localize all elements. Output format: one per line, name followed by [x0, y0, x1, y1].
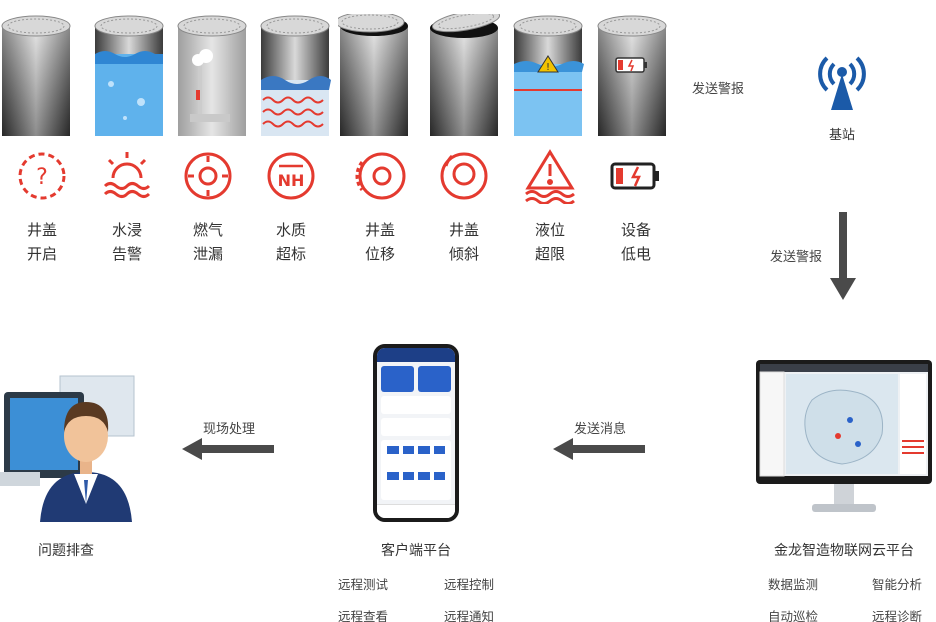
svg-text:NH: NH: [278, 171, 305, 190]
alert-label-line1: 井盖: [448, 221, 479, 239]
alert-flood: 水浸告警: [85, 148, 169, 274]
well-gas-illustration: [176, 14, 248, 136]
antenna-icon: [818, 56, 866, 110]
alert-label-line2: 超标: [275, 245, 306, 263]
lid-tilt-icon: [436, 148, 492, 204]
platform-feature: 数据监测: [768, 577, 819, 592]
platform-feature: 远程诊断: [872, 609, 923, 622]
well-flooded-illustration: [93, 14, 165, 136]
client-feature: 远程测试: [338, 577, 389, 592]
alert-water-quality: NH 水质超标: [249, 148, 333, 274]
onsite-label: 现场处理: [203, 422, 256, 437]
client-feature: 远程查看: [338, 609, 389, 622]
person-label: 问题排查: [38, 543, 94, 559]
lid-shift-icon: [352, 148, 408, 204]
base-station: 基站: [807, 44, 877, 143]
monitor-illustration: [752, 360, 936, 520]
svg-text:?: ?: [36, 165, 48, 190]
svg-text:!: !: [546, 62, 550, 73]
alert-label-line1: 水质: [275, 221, 306, 239]
alert-label-line2: 超限: [534, 245, 565, 263]
alert-label-line2: 倾斜: [448, 245, 479, 263]
alert-label-line2: 开启: [26, 245, 57, 263]
alert-label-line2: 位移: [364, 245, 395, 263]
alert-gas: 燃气泄漏: [166, 148, 250, 274]
manhole-illustrations: !: [0, 0, 680, 142]
arrow-down-icon: [830, 212, 856, 300]
alert-lid-shift: 井盖位移: [338, 148, 422, 274]
alert-label-line2: 泄漏: [192, 245, 223, 263]
alert-label-line1: 井盖: [26, 221, 57, 239]
warning-water-icon: [522, 148, 578, 204]
client-label: 客户端平台: [381, 543, 451, 559]
platform-feature: 智能分析: [872, 577, 923, 592]
alert-level: 液位超限: [508, 148, 592, 274]
station-label: 基站: [828, 128, 855, 143]
arrow-left-icon: [182, 438, 274, 460]
platform-feature: 自动巡检: [768, 609, 819, 622]
alert-label-line1: 设备: [620, 221, 651, 239]
well-battery-illustration: [596, 14, 668, 136]
flood-sun-icon: [99, 148, 155, 204]
platform-label: 金龙智造物联网云平台: [774, 543, 914, 559]
well-level-illustration: !: [512, 14, 584, 136]
nh-circle-icon: NH: [263, 148, 319, 204]
client-feature: 远程通知: [444, 609, 495, 622]
well-water-quality-illustration: [259, 14, 331, 136]
operator-illustration: [0, 362, 140, 522]
alert-label-line1: 井盖: [364, 221, 395, 239]
send-message-label: 发送消息: [574, 422, 627, 437]
well-closed-illustration: [0, 14, 72, 136]
alert-label-line1: 水浸: [111, 221, 142, 239]
question-circle-icon: ?: [14, 148, 70, 204]
arrow-left-icon: [553, 438, 645, 460]
gas-sensor-icon: [180, 148, 236, 204]
alert-label-line1: 燃气: [192, 221, 223, 239]
well-lid-displaced-illustration: [338, 14, 410, 136]
alert-low-battery: 设备低电: [594, 148, 678, 274]
client-feature: 远程控制: [444, 577, 495, 592]
alert-lid-open: ? 井盖开启: [0, 148, 84, 274]
alert-label-line2: 告警: [111, 245, 142, 263]
low-battery-icon: [608, 148, 664, 204]
send-alarm-label-1: 发送警报: [692, 82, 745, 97]
phone-illustration: [373, 344, 459, 522]
alert-types: ? 井盖开启 水浸告警 燃气泄漏 NH 水质超标: [0, 148, 680, 274]
alert-lid-tilt: 井盖倾斜: [422, 148, 506, 274]
well-lid-tilted-illustration: [428, 14, 500, 136]
alert-label-line1: 液位: [534, 221, 565, 239]
send-alarm-label-2: 发送警报: [770, 250, 823, 265]
alert-label-line2: 低电: [620, 245, 651, 263]
